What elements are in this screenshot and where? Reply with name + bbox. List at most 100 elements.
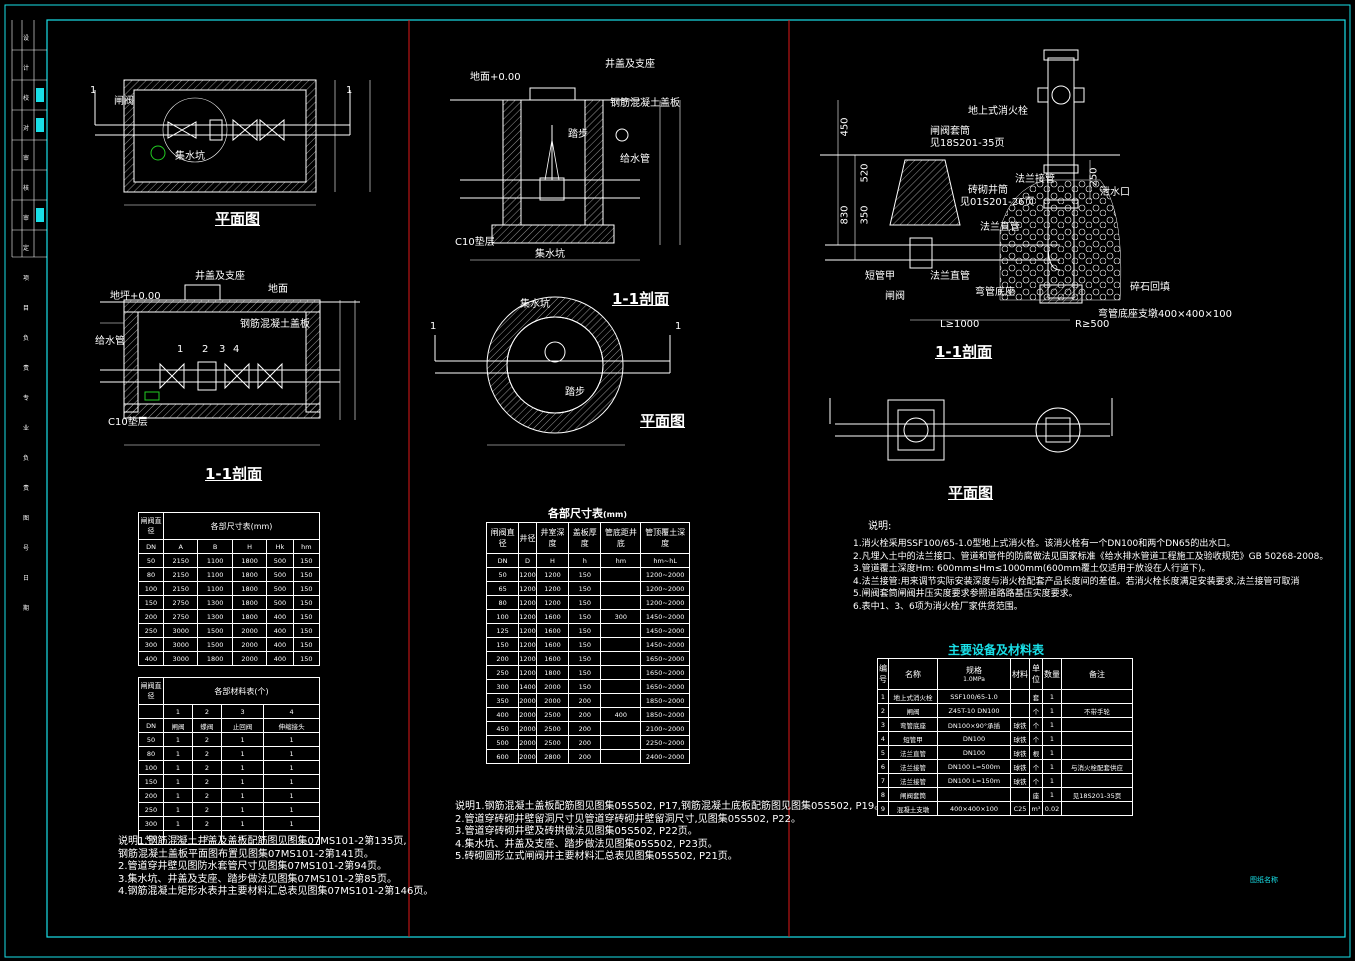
panel1-num-1: 1 [177,344,184,355]
panel1-mat-table-cell: 1 [220,830,265,845]
t1-unit: (mm) [250,521,273,531]
panel1-dim-table-cell: 2000 [231,651,268,666]
panel2-dim-table-cell [600,651,642,666]
panel1-dim-table-cell: 500 [266,581,294,596]
panel1-mat-table-cell: 100 [138,760,164,775]
panel3-mat-table-cell: 根 [1029,745,1043,760]
panel3-table-title: 主要设备及材料表 [948,643,1045,657]
panel2-slab-label: 钢筋混凝土盖板 [610,98,680,109]
panel2-plan-drawing [434,296,671,446]
panel3-mat-table-cell: 1 [1042,745,1062,760]
panel3-mat-table-cell: 球铁 [1010,717,1030,732]
panel2-dim-table-cell: 200 [568,721,602,736]
panel2-dim-table-cell: 1450~2000 [640,637,690,652]
panel2-dim-table-cell [600,665,642,680]
panel3-mat-table-cell: 2 [877,703,889,718]
panel3-mat-table-cell: 套 [1029,689,1043,704]
panel2-dim-table-cell: 1200~2000 [640,581,690,596]
panel1-mat-table-cell: 2 [191,732,222,747]
panel2-dim-table-cell: 1600 [535,651,570,666]
panel1-mat-table-cell: 1 [220,746,265,761]
panel1-dim-table-cell: 100 [138,581,164,596]
panel3-section-title: 1-1剖面 [935,343,993,361]
panel3-mat-table-cell: 1 [1042,731,1062,746]
panel1-dim-table-cell: 150 [292,553,321,568]
panel3-mat-table-cell: 8 [877,787,889,802]
p3-valve-well: 闸阀套筒 [930,126,970,137]
panel3-mat-table-cell: 个 [1029,773,1043,788]
panel1-mat-table-cell: 2 [191,802,222,817]
p3-dim-r: R≥500 [1075,319,1110,330]
t1-title: 各部尺寸表 [210,521,251,531]
panel1-cut-left: 1 [90,85,97,96]
p3-flange-straight-2: 法兰直管 [930,271,970,282]
panel1-dim-table-cell: 150 [292,609,321,624]
panel1-mat-table-cell: 50 [138,732,164,747]
panel2-dim-table-cell: 1200~2000 [640,567,690,582]
panel1-mat-table-cell: 2 [191,816,222,831]
panel2-dim-table-cell: 1650~2000 [640,665,690,680]
panel2-dim-table-cell: 200 [568,735,602,750]
panel2-dim-table-cell: 200 [568,749,602,764]
panel1-mat-table-cell: 1 [263,816,320,831]
panel1-mat-table-cell: 1 [163,774,193,789]
panel1-dim-table-cell: 1100 [197,553,233,568]
panel3-mat-table-cell: 7 [877,773,889,788]
panel1-dim-table-cell: 500 [266,553,294,568]
panel1-well-label: 集水坑 [175,151,205,162]
panel2-step-label: 踏步 [568,129,588,140]
panel1-num-2: 2 [202,344,209,355]
panel1-dim-table-cell: 3000 [162,637,199,652]
panel2-plan-step: 踏步 [565,387,585,398]
p3-d520: 520 [859,163,871,183]
panel3-mat-table-cell [1061,689,1133,704]
panel3-mat-table-cell: 球铁 [1010,745,1030,760]
panel2-dim-table-cell: 150 [568,595,602,610]
p3-short-pipe: 短管甲 [865,271,895,282]
panel2-dim-table-cell: 100 [485,609,520,624]
panel2-dim-table-cell: 2000 [535,693,570,708]
panel1-dim-table-cell: 150 [292,581,321,596]
panel2-dim-table-cell: 150 [485,637,520,652]
panel2-dim-table-cell: 200 [568,693,602,708]
p3-d250: 250 [1088,167,1100,187]
panel3-mat-table-cell: 闸阀 [888,703,938,718]
panel2-dim-table-cell: 2800 [535,749,570,764]
panel1-plan-drawing [94,79,371,206]
panel3-mat-table-cell: 法兰接管 [888,759,938,774]
panel2-dim-table-cell: 150 [568,609,602,624]
panel2-cut-right: 1 [675,321,682,332]
panel3-section-drawing [820,49,1122,321]
outer-frame [4,4,1351,958]
p3-hydrant: 地上式消火栓 [968,106,1028,117]
panel3-mat-table-cell: 个 [1029,759,1043,774]
panel3-notes-title: 说明: [868,521,892,532]
panel3-mat-table-cell [1061,745,1133,760]
panel1-mat-table-cell: 1 [163,830,193,845]
panel3-mat-table-cell: 短管甲 [888,731,938,746]
p3-d450: 450 [839,117,851,137]
panel2-dim-table-cell: 600 [485,749,520,764]
panel1-dim-table-cell: 400 [138,651,164,666]
panel1-dim-table-cell: 3000 [162,623,199,638]
panel2-pit-label: 集水坑 [535,249,565,260]
panel2-dim-table-cell: 1200~2000 [640,595,690,610]
panel3-mat-table-cell: DN100 [937,731,1011,746]
panel2-c10-label: C10垫层 [455,237,495,248]
panel1-mat-table-cell: 2 [191,774,222,789]
panel1-mat-table-cell: 1 [163,746,193,761]
panel3-mat-table-cell: DN100 [937,745,1011,760]
panel1-mat-table-cell: 1 [220,774,265,789]
